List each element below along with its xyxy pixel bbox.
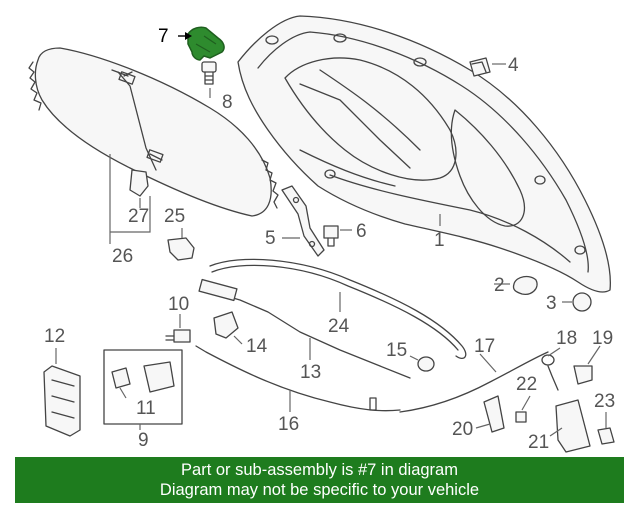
callout-15[interactable]: 15 bbox=[386, 340, 407, 361]
cable-part-17[interactable] bbox=[399, 351, 549, 413]
insulator-pad-part-26[interactable] bbox=[28, 47, 279, 217]
callout-11[interactable]: 11 bbox=[136, 398, 156, 419]
callout-4[interactable]: 4 bbox=[508, 55, 519, 76]
callout-20[interactable]: 20 bbox=[452, 419, 473, 440]
banner-line-1: Part or sub-assembly is #7 in diagram bbox=[181, 461, 458, 479]
callout-21[interactable]: 21 bbox=[528, 432, 549, 453]
parts-diagram: 7 8 4 1 5 6 2 3 27 25 26 24 10 14 13 15 … bbox=[28, 15, 615, 453]
callout-18[interactable]: 18 bbox=[556, 328, 577, 349]
callout-16[interactable]: 16 bbox=[278, 414, 299, 435]
cable-part-13[interactable] bbox=[198, 278, 411, 379]
callout-22[interactable]: 22 bbox=[516, 374, 537, 395]
grommet-part-15[interactable] bbox=[417, 356, 435, 372]
clip-part-23[interactable] bbox=[597, 427, 615, 445]
clip-part-19[interactable] bbox=[573, 365, 593, 385]
bumper-part-4[interactable] bbox=[469, 57, 491, 77]
callout-17[interactable]: 17 bbox=[474, 336, 495, 357]
leader-lines bbox=[55, 32, 607, 437]
plug-part-3[interactable] bbox=[572, 292, 592, 312]
bracket-part-25[interactable] bbox=[167, 237, 195, 261]
latch-part-12[interactable] bbox=[43, 365, 81, 437]
bracket-part-20[interactable] bbox=[483, 395, 505, 433]
callout-2[interactable]: 2 bbox=[494, 275, 505, 296]
bolt-part-6[interactable] bbox=[323, 225, 339, 247]
callout-3[interactable]: 3 bbox=[546, 293, 557, 314]
callout-numbers: 7 8 4 1 5 6 2 3 27 25 26 24 10 14 13 15 … bbox=[44, 26, 615, 453]
clip-part-14[interactable] bbox=[213, 311, 239, 339]
bolt-part-22[interactable] bbox=[515, 411, 527, 423]
info-banner: Part or sub-assembly is #7 in diagram Di… bbox=[15, 457, 624, 503]
callout-24[interactable]: 24 bbox=[328, 316, 350, 337]
callout-7[interactable]: 7 bbox=[158, 26, 169, 47]
hood-part-1[interactable] bbox=[237, 15, 611, 293]
callout-6[interactable]: 6 bbox=[356, 221, 367, 242]
callout-1[interactable]: 1 bbox=[434, 230, 445, 251]
screw-part-8[interactable] bbox=[201, 61, 217, 85]
callout-5[interactable]: 5 bbox=[265, 228, 276, 249]
callout-13[interactable]: 13 bbox=[300, 362, 321, 383]
kit-part-9[interactable] bbox=[103, 349, 183, 425]
banner-line-2: Diagram may not be specific to your vehi… bbox=[159, 481, 480, 499]
callout-9[interactable]: 9 bbox=[138, 430, 149, 451]
callout-10[interactable]: 10 bbox=[168, 294, 189, 315]
cable-part-16[interactable] bbox=[195, 345, 401, 412]
hinge-part-5[interactable] bbox=[281, 185, 325, 257]
callout-23[interactable]: 23 bbox=[594, 391, 615, 412]
callout-8[interactable]: 8 bbox=[222, 92, 233, 113]
callout-12[interactable]: 12 bbox=[44, 326, 65, 347]
plug-part-2[interactable] bbox=[512, 275, 538, 295]
callout-25[interactable]: 25 bbox=[164, 206, 185, 227]
latch-part-21[interactable] bbox=[555, 399, 591, 453]
clip-part-27[interactable] bbox=[129, 169, 149, 197]
callout-27[interactable]: 27 bbox=[128, 206, 149, 227]
callout-19[interactable]: 19 bbox=[592, 328, 613, 349]
callout-14[interactable]: 14 bbox=[246, 336, 268, 357]
clip-part-7-highlighted[interactable] bbox=[187, 26, 225, 61]
bolt-part-10[interactable] bbox=[165, 329, 191, 343]
callout-26[interactable]: 26 bbox=[112, 246, 133, 267]
cable-end-part-18[interactable] bbox=[541, 354, 559, 391]
seal-part-24[interactable] bbox=[209, 258, 467, 360]
